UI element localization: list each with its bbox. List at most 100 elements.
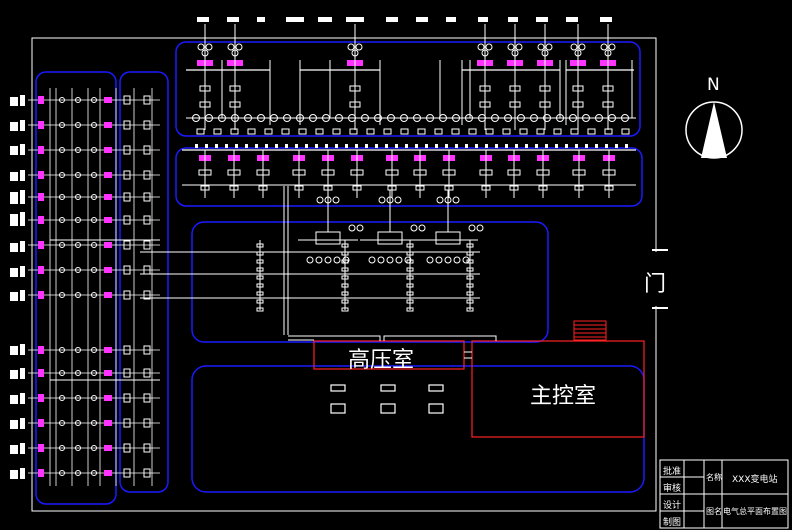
bus-clamp	[625, 144, 628, 148]
bus-support	[406, 251, 414, 256]
left-disconnector	[104, 217, 112, 223]
left-vt	[143, 170, 151, 180]
bus-support	[621, 128, 630, 135]
insulator-symbol	[231, 114, 239, 122]
left-insulator	[75, 217, 81, 223]
left-disconnector	[104, 97, 112, 103]
left-insulator	[59, 347, 65, 353]
left-insulator	[91, 217, 97, 223]
disconnector	[602, 169, 616, 176]
bus-support	[341, 243, 349, 248]
switchgear-cabinets	[330, 384, 444, 414]
bus-clamp	[475, 144, 478, 148]
bus-clamp	[355, 144, 358, 148]
left-insulator	[91, 470, 97, 476]
left-ct	[123, 240, 131, 250]
insulator-symbol	[530, 114, 538, 122]
title-row-approve: 批准	[663, 467, 682, 477]
left-insulator	[75, 347, 81, 353]
disconnector	[574, 185, 584, 191]
neutral-insulator	[368, 256, 376, 264]
insulator-symbol	[192, 114, 200, 122]
bus-support	[406, 283, 414, 288]
left-breaker	[38, 96, 44, 104]
left-disconnector	[104, 172, 112, 178]
disconnector	[229, 101, 241, 108]
left-disconnector	[104, 242, 112, 248]
left-vt	[143, 393, 151, 403]
left-vt	[143, 120, 151, 130]
left-insulator	[59, 97, 65, 103]
left-insulator	[75, 242, 81, 248]
bus-clamp	[345, 144, 348, 148]
title-row-draw: 制图	[663, 518, 682, 528]
insulator-symbol	[595, 114, 603, 122]
bus-support	[434, 128, 443, 135]
bus-support	[466, 243, 474, 248]
title-name-label: 名称	[706, 473, 722, 482]
neutral-insulator	[453, 256, 461, 264]
left-insulator	[75, 470, 81, 476]
left-insulator	[75, 267, 81, 273]
disconnector	[507, 169, 521, 176]
left-ct	[123, 192, 131, 202]
insulator-symbol	[477, 43, 485, 51]
left-vt	[143, 192, 151, 202]
bus-clamp	[505, 144, 508, 148]
bus-support	[519, 128, 528, 135]
left-ct	[123, 468, 131, 478]
disconnector	[539, 85, 551, 92]
bus-support	[230, 128, 239, 135]
corridor-lines	[288, 335, 497, 359]
bus-support	[256, 307, 264, 312]
disconnector	[509, 101, 521, 108]
neutral-insulator	[306, 256, 314, 264]
bus-support	[406, 259, 414, 264]
bus-support	[298, 128, 307, 135]
left-insulator	[75, 97, 81, 103]
bus-support	[466, 259, 474, 264]
bus-clamp	[425, 144, 428, 148]
left-insulator	[91, 242, 97, 248]
zone-transformer	[191, 221, 549, 343]
left-disconnector	[104, 395, 112, 401]
bus-support	[256, 243, 264, 248]
disconnector	[294, 185, 304, 191]
left-ct	[123, 290, 131, 300]
bus-clamp	[315, 144, 318, 148]
disconnector	[479, 85, 491, 92]
bus-clamp	[265, 144, 268, 148]
disconnector	[572, 85, 584, 92]
bus-support	[256, 275, 264, 280]
disconnector	[413, 169, 427, 176]
left-insulator	[91, 172, 97, 178]
bus-support	[256, 259, 264, 264]
bus-support	[466, 299, 474, 304]
disconnector	[536, 169, 550, 176]
disconnector	[321, 169, 335, 176]
bus-support	[349, 128, 358, 135]
disconnector	[509, 185, 519, 191]
bus-clamp	[595, 144, 598, 148]
left-breaker	[38, 394, 44, 402]
bus-support	[406, 291, 414, 296]
insulator-symbol	[478, 114, 486, 122]
bus-clamp	[615, 144, 618, 148]
main-control-room-label: 主控室	[530, 384, 597, 409]
disconnector	[479, 169, 493, 176]
left-insulator	[75, 395, 81, 401]
left-breaker	[38, 121, 44, 129]
left-insulator	[91, 420, 97, 426]
bus-clamp	[565, 144, 568, 148]
bus-support	[264, 128, 273, 135]
neutral-insulator	[435, 256, 443, 264]
left-vt	[143, 240, 151, 250]
bus-support	[341, 275, 349, 280]
disconnector	[349, 101, 361, 108]
bus-support	[417, 128, 426, 135]
insulator-symbol	[426, 114, 434, 122]
bus-support	[466, 307, 474, 312]
insulator-symbol	[347, 43, 355, 51]
left-insulator	[75, 370, 81, 376]
left-insulator	[91, 267, 97, 273]
